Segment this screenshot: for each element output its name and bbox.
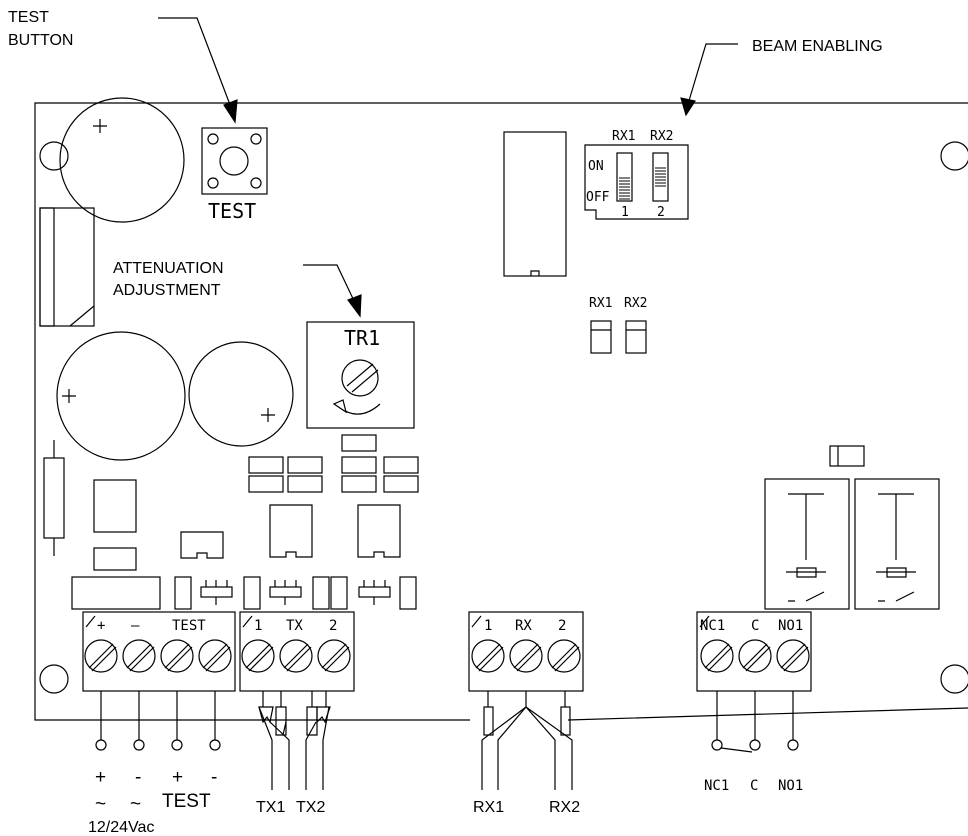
led-rx1 xyxy=(590,320,612,354)
capacitor-top xyxy=(59,97,185,223)
terminal-power-plus: + xyxy=(97,618,105,634)
test-button-label: TEST xyxy=(208,199,256,223)
mounting-hole-top-left xyxy=(39,141,69,171)
terminal-power-test: TEST xyxy=(172,618,206,634)
pcb-outline xyxy=(34,102,968,721)
tx-wires xyxy=(258,691,331,790)
terminal-rx-2: 2 xyxy=(558,618,566,634)
screw xyxy=(700,639,734,673)
legend-rx1: RX1 xyxy=(473,799,504,816)
mounting-hole-bottom-left xyxy=(39,664,69,694)
dip-num2-label: 2 xyxy=(657,205,665,220)
resistor xyxy=(43,440,65,556)
test-button-callout: TEST BUTTON xyxy=(8,9,238,124)
terminal-block-relay[interactable] xyxy=(696,611,812,692)
legend-rx2: RX2 xyxy=(549,799,580,816)
legend-test: TEST xyxy=(162,791,211,812)
screw xyxy=(241,639,275,673)
mounting-hole-top-right xyxy=(940,141,968,171)
led-rx1-label: RX1 xyxy=(589,296,612,311)
capacitor-right xyxy=(188,341,294,447)
legend-minus-2: - xyxy=(211,767,217,788)
screw xyxy=(317,639,351,673)
legend-voltage: 12/24Vac xyxy=(88,819,154,836)
legend-no1: NO1 xyxy=(778,778,803,794)
callout-beam-enabling: BEAM ENABLING xyxy=(752,38,883,55)
screw xyxy=(776,639,810,673)
attenuation-callout: ATTENUATION ADJUSTMENT xyxy=(113,260,362,318)
screw xyxy=(122,639,156,673)
power-wires xyxy=(95,691,221,751)
beam-enabling-callout: BEAM ENABLING xyxy=(680,38,883,117)
led-rx2 xyxy=(625,320,647,354)
test-button[interactable] xyxy=(201,127,268,195)
legend-nc1: NC1 xyxy=(704,778,729,794)
legend-plus-1: + xyxy=(95,767,106,788)
terminal-relay-c: C xyxy=(751,618,759,634)
transistor-2 xyxy=(269,580,302,605)
terminal-relay-no1: NO1 xyxy=(778,618,803,634)
rx-wires xyxy=(481,691,573,790)
ic-chip xyxy=(503,131,567,277)
terminal-tx-2: 2 xyxy=(329,618,337,634)
legend-c: C xyxy=(750,778,758,794)
callout-attenuation-line2: ADJUSTMENT xyxy=(113,282,221,299)
trimmer-tr1[interactable] xyxy=(306,321,415,429)
screw xyxy=(279,639,313,673)
dip-off-label: OFF xyxy=(586,190,610,205)
terminal-tx-1: 1 xyxy=(254,618,262,634)
legend-minus-1: - xyxy=(135,767,141,788)
transistor-1 xyxy=(200,580,233,605)
transistor-3 xyxy=(358,580,391,605)
screw xyxy=(84,639,118,673)
legend-ac-2: ~ xyxy=(130,794,141,815)
mounting-hole-bottom-right xyxy=(940,664,968,694)
terminal-relay-nc1: NC1 xyxy=(700,618,725,634)
relay-2 xyxy=(854,478,940,610)
side-connector xyxy=(39,207,95,327)
callout-attenuation-line1: ATTENUATION xyxy=(113,260,224,277)
smd-components xyxy=(71,434,865,610)
legend-plus-2: + xyxy=(172,767,183,788)
legend-tx2: TX2 xyxy=(296,799,325,816)
screw xyxy=(471,639,505,673)
led-rx2-label: RX2 xyxy=(624,296,647,311)
screw xyxy=(738,639,772,673)
dip-num1-label: 1 xyxy=(621,205,629,220)
capacitor-left xyxy=(56,331,186,461)
callout-test-button-line1: TEST xyxy=(8,9,49,26)
legend-ac-1: ~ xyxy=(95,794,106,815)
screw xyxy=(160,639,194,673)
terminal-block-power[interactable] xyxy=(82,611,236,692)
terminal-power-minus: – xyxy=(131,618,140,634)
dip-col2-label: RX2 xyxy=(650,129,673,144)
dip-col1-label: RX1 xyxy=(612,129,635,144)
screw xyxy=(547,639,581,673)
trimmer-label: TR1 xyxy=(344,326,380,350)
power-legend: + - + - ~ ~ TEST 12/24Vac xyxy=(88,767,217,836)
relay-wires xyxy=(711,691,799,753)
dip-on-label: ON xyxy=(588,159,604,174)
terminal-rx-label: RX xyxy=(515,618,532,634)
terminal-rx-1: 1 xyxy=(484,618,492,634)
terminal-tx-label: TX xyxy=(286,618,303,634)
screw xyxy=(509,639,543,673)
dip-switch[interactable] xyxy=(584,144,689,220)
terminal-block-tx[interactable] xyxy=(239,611,355,692)
relay-1 xyxy=(764,478,850,610)
legend-tx1: TX1 xyxy=(256,799,285,816)
screw xyxy=(198,639,232,673)
callout-test-button-line2: BUTTON xyxy=(8,32,73,49)
